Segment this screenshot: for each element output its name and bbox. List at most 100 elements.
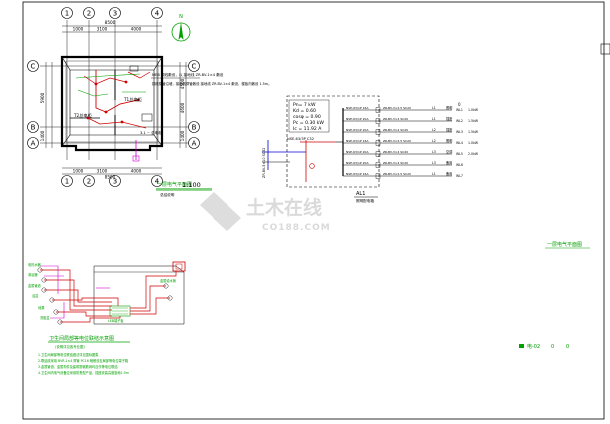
circuit-phase: WL4 bbox=[456, 141, 463, 145]
circuit-note: 备用 bbox=[446, 160, 452, 165]
circuit-id: L3 bbox=[432, 150, 436, 154]
circuit-load: 1.5kW bbox=[468, 119, 479, 123]
circuit-load: 1.5kW bbox=[468, 130, 479, 134]
dim-top-total: 8500 bbox=[105, 20, 116, 25]
dim-bottom-a: 1000 bbox=[73, 169, 84, 174]
grid-label-right-b: B bbox=[192, 124, 197, 132]
watermark-logo-icon bbox=[200, 192, 241, 231]
circuit-cable: ZR-BV-3×4 SC20 bbox=[383, 128, 408, 132]
dim-right-b: 4600 bbox=[180, 102, 185, 113]
plan-fixtures bbox=[86, 65, 153, 124]
bath-label-shower: 淋浴器 bbox=[28, 272, 38, 277]
circuit-id: L1 bbox=[432, 106, 436, 110]
svg-text:N: N bbox=[179, 14, 183, 20]
plan-title-block: 一层电气平面图 1:100 总结说明 bbox=[156, 181, 212, 197]
bath-label-floor-drain: 地漏 bbox=[38, 305, 44, 310]
plan-wiring bbox=[75, 70, 151, 162]
circuit-breaker: NSE-63/1P 20A bbox=[346, 161, 369, 165]
north-arrow-icon: N bbox=[171, 14, 191, 42]
param-pn: Pn= 7 kW bbox=[293, 102, 316, 108]
circuit-breaker: NSE-63/1P 20A bbox=[346, 117, 369, 121]
circuit-phase: WL5 bbox=[456, 152, 463, 156]
circuit-breaker: NSE-63/1P 16A bbox=[346, 172, 369, 176]
building-walls bbox=[60, 55, 164, 152]
sheet-frame bbox=[22, 1, 605, 420]
circuit-load: 1.0kW bbox=[468, 108, 479, 112]
circuit-note: 插座 bbox=[446, 116, 453, 121]
bath-subtitle: (说明详见各专业图) bbox=[55, 344, 85, 349]
circuit-breaker-symbol bbox=[375, 129, 381, 135]
plan-subnote: 总结说明 bbox=[160, 192, 175, 197]
param-kd: Kd = 0.60 bbox=[293, 108, 316, 114]
circuit-col-header: 0 bbox=[458, 102, 461, 107]
incoming-cable: ZR-BV-5×10 SC32 bbox=[262, 148, 266, 178]
bath-title: 卫生间局部等电位联结示意图 bbox=[49, 335, 114, 342]
dim-left-b: 1400 bbox=[40, 130, 45, 141]
circuit-breaker-symbol bbox=[375, 173, 381, 179]
circuit-breaker: NSE-63/1P 20A bbox=[346, 128, 369, 132]
bath-label-wash-basin: 洗脸盆 bbox=[40, 315, 50, 320]
bath-diagram: 电热水器 淋浴器 金属管道 浴盆 地漏 洗脸盆 金属给水管 LEB端子板 卫生间… bbox=[28, 261, 186, 375]
watermark-url: CO188.COM bbox=[262, 223, 331, 233]
frame-corner-mark bbox=[600, 43, 610, 55]
grid-label-bottom-2: 2 bbox=[87, 178, 91, 186]
watermark-text: 土木在线 bbox=[246, 196, 322, 219]
circuit-note: 照明 bbox=[446, 106, 452, 110]
circuit-id: L2 bbox=[432, 128, 436, 132]
grid-label-right-c: C bbox=[192, 63, 197, 71]
sheet-number: 电-02 bbox=[527, 343, 540, 350]
dim-bottom-total: 8500 bbox=[105, 175, 116, 180]
bath-note-2: 2.联结线采用 BVR-1×4 穿管 PC16 暗敷设至局部等电位端子箱 bbox=[38, 358, 129, 363]
dim-right-c: 1400 bbox=[180, 130, 185, 141]
panel-label-t2: T2总电柜 bbox=[73, 112, 92, 119]
sheet-extra-1: 0 bbox=[551, 344, 554, 350]
circuit-note: 备用 bbox=[446, 171, 452, 176]
circuit-phase: WL6 bbox=[456, 163, 463, 167]
grid-label-right-a: A bbox=[192, 140, 197, 148]
param-pc: Pc = 0.30 kW bbox=[293, 120, 324, 126]
circuit-breaker: NSE-63/1P 16A bbox=[346, 139, 369, 143]
panel-label-aux: 3.1 ~ 总电柜 bbox=[140, 130, 162, 135]
dim-bottom-c: 4000 bbox=[131, 169, 142, 174]
param-ic: Ic = 11.92 A bbox=[293, 126, 322, 132]
grid-label-top-3: 3 bbox=[113, 10, 117, 18]
bath-label-leb: LEB端子板 bbox=[108, 318, 124, 323]
grid-label-top-4: 4 bbox=[155, 10, 160, 18]
circuit-id: L3 bbox=[432, 161, 436, 165]
circuit-cable: ZR-BV-3×2.5 SC20 bbox=[383, 106, 411, 110]
circuit-id: L1 bbox=[432, 172, 436, 176]
panel-label-t1: T1总电柜 bbox=[123, 96, 142, 103]
circuit-phase: WL3 bbox=[456, 130, 463, 134]
grid-label-top-2: 2 bbox=[87, 10, 91, 18]
grid-label-left-c: C bbox=[31, 63, 36, 71]
param-cos: cosφ = 0.90 bbox=[293, 114, 321, 120]
sheet-number-block: 电-02 0 0 bbox=[519, 343, 569, 350]
dim-top-c: 4000 bbox=[131, 27, 142, 32]
grid-label-bottom-1: 1 bbox=[65, 178, 69, 186]
drawing-name-label: 一层电气平面图 bbox=[547, 241, 582, 248]
circuit-cable: ZR-BV-3×4 SC20 bbox=[383, 150, 408, 154]
circuit-phase: WL2 bbox=[456, 119, 463, 123]
plan-title: 一层电气平面图 bbox=[157, 181, 192, 188]
panel-schematic: Pn= 7 kW Kd = 0.60 cosφ = 0.90 Pc = 0.30… bbox=[262, 95, 479, 203]
dim-top-b: 3100 bbox=[97, 27, 108, 32]
panel-name: AL1 bbox=[356, 191, 365, 197]
circuit-breaker: NSE-63/1P 20A bbox=[346, 150, 369, 154]
panel-outline bbox=[286, 95, 380, 188]
grid-label-left-b: B bbox=[31, 124, 36, 132]
circuit-cable: ZR-BV-3×2.5 SC20 bbox=[383, 172, 411, 176]
grid-label-bottom-4: 4 bbox=[155, 178, 160, 186]
dim-left-a: 5900 bbox=[40, 92, 45, 103]
dim-bottom-b: 3100 bbox=[97, 169, 108, 174]
sheet-extra-2: 0 bbox=[566, 344, 569, 350]
grid-label-left-a: A bbox=[31, 140, 36, 148]
plan-note-b: 铜线穿管沿墙，接地线穿管敷设 接地线 ZR-BV-1×4 敷设，楼板内敷设 1.… bbox=[152, 81, 272, 86]
dim-top-a: 1000 bbox=[73, 27, 84, 32]
circuit-breaker-symbol bbox=[375, 162, 381, 168]
circuit-breaker-symbol bbox=[375, 107, 381, 113]
grid-label-bottom-3: 3 bbox=[113, 178, 117, 186]
circuit-breaker-symbol bbox=[375, 140, 381, 146]
circuit-phase: WL1 bbox=[456, 108, 463, 112]
